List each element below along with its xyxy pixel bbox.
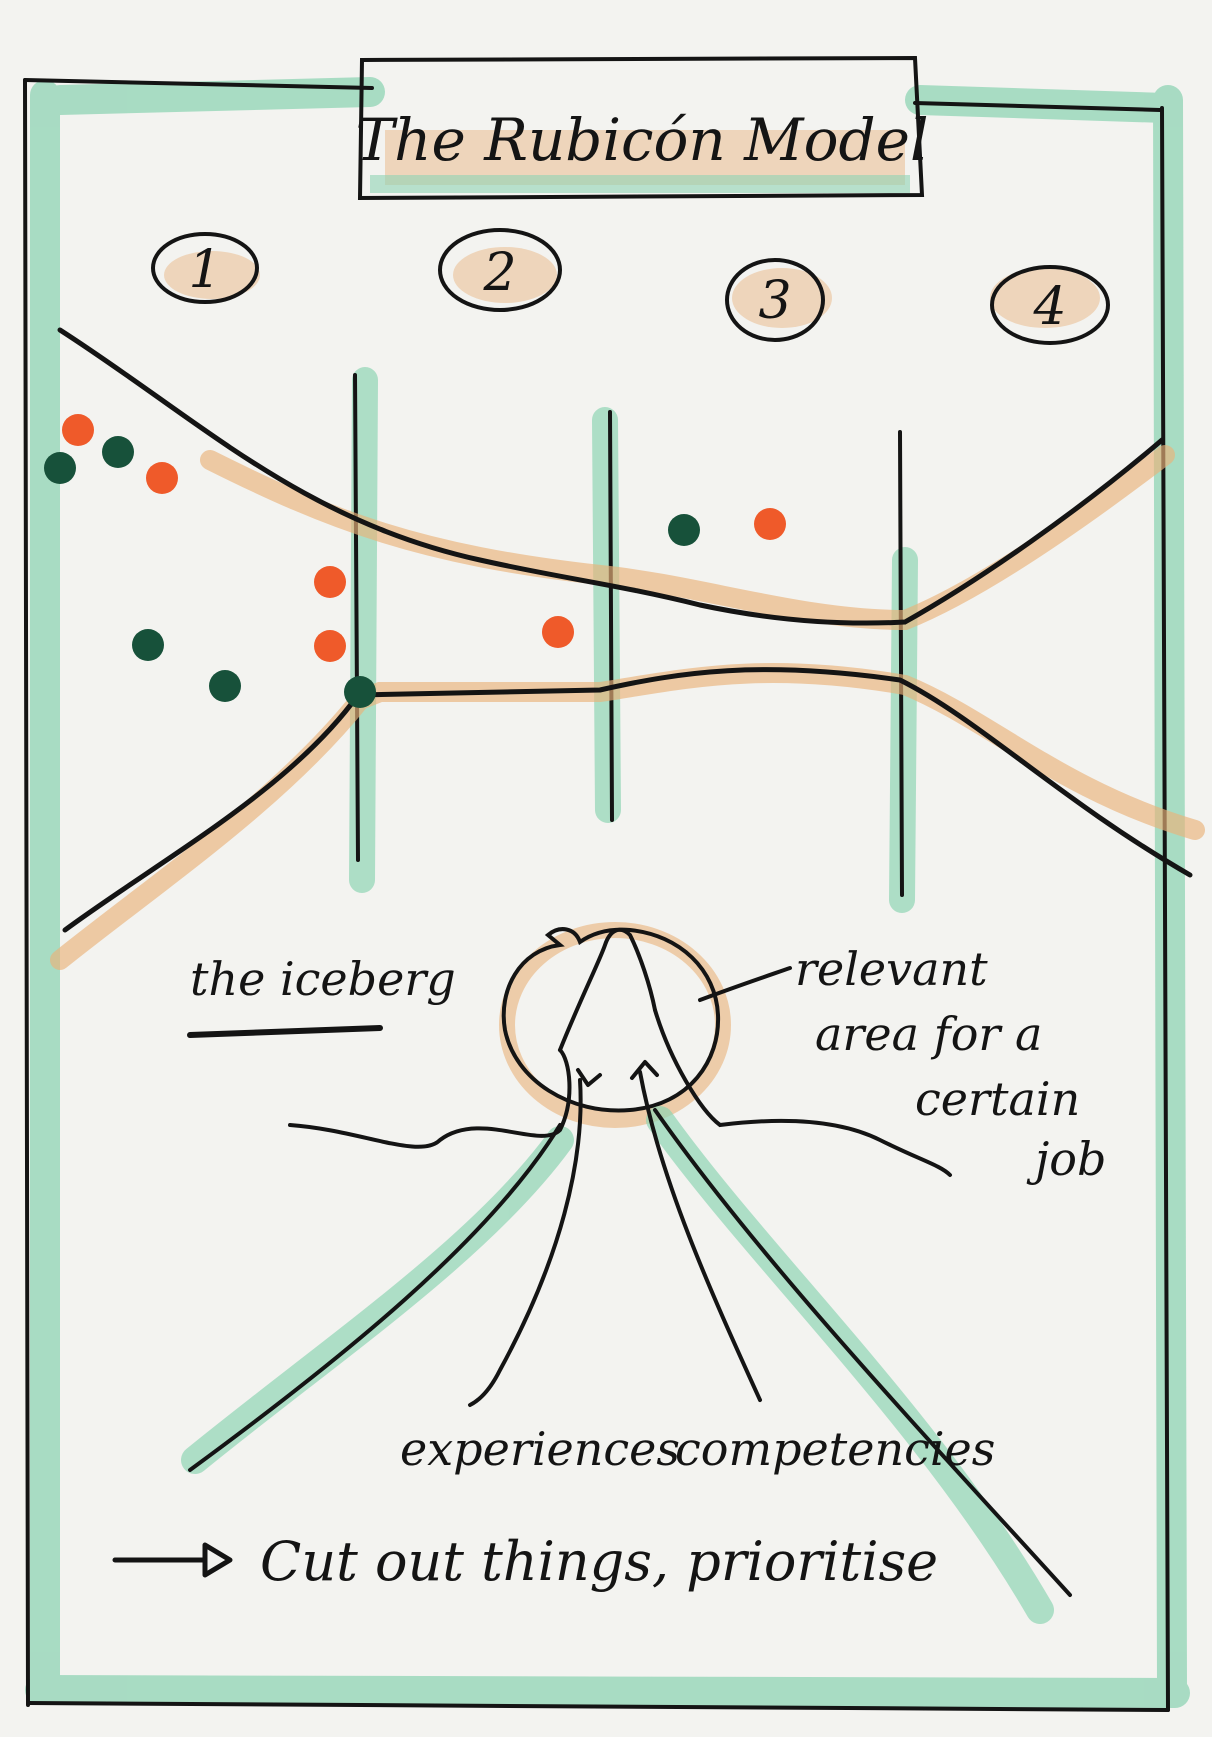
footer-text: Cut out things, prioritise xyxy=(260,1530,938,1593)
dot-green xyxy=(668,514,700,546)
stage-number-4: 4 xyxy=(1032,277,1066,337)
dot-green xyxy=(209,670,241,702)
stage-number-3: 3 xyxy=(758,271,791,331)
dot-green xyxy=(102,436,134,468)
annotation-line-2: area for a xyxy=(815,1007,1042,1061)
dot-orange xyxy=(542,616,574,648)
stage-number-2: 2 xyxy=(482,243,516,303)
dot-orange xyxy=(62,414,94,446)
iceberg-heading: the iceberg xyxy=(190,952,456,1006)
experiences-label: experiences xyxy=(400,1422,680,1476)
annotation-line-4: job xyxy=(1026,1132,1106,1186)
dot-orange xyxy=(146,462,178,494)
dot-orange xyxy=(314,566,346,598)
title-text: The Rubicón Model xyxy=(355,106,928,174)
stage-marker-4: 4 xyxy=(990,267,1108,343)
dot-green xyxy=(344,676,376,708)
competencies-label: competencies xyxy=(675,1422,995,1476)
dot-green xyxy=(132,629,164,661)
annotation-line-1: relevant xyxy=(795,942,988,996)
dot-orange xyxy=(314,630,346,662)
stage-number-1: 1 xyxy=(188,240,221,300)
dot-green xyxy=(44,452,76,484)
dot-orange xyxy=(754,508,786,540)
stage-marker-1: 1 xyxy=(153,234,260,302)
annotation-line-3: certain xyxy=(915,1072,1080,1126)
